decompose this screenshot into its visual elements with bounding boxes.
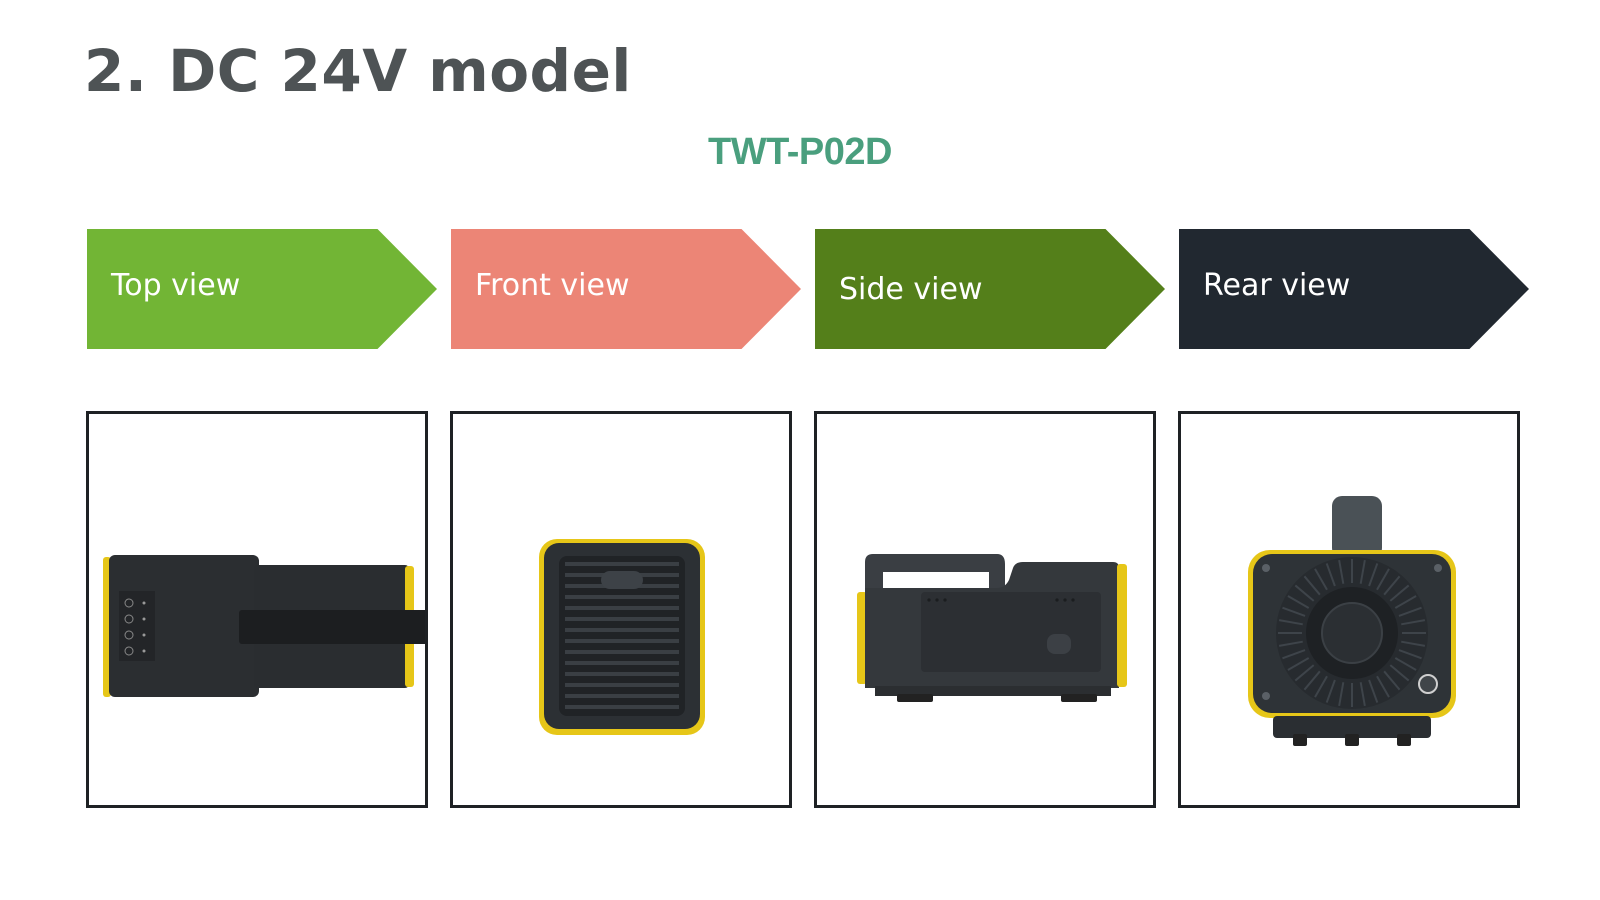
model-code: TWT-P02D <box>708 131 892 173</box>
arrow-label-front-view: Front view <box>475 268 630 303</box>
arrow-label-top-view: Top view <box>111 268 241 303</box>
rear-view-photo <box>1248 496 1456 746</box>
arrow-banner-rear-view: Rear view <box>1179 229 1529 349</box>
arrow-banner-side-view: Side view <box>815 229 1165 349</box>
panel-rear-view <box>1178 411 1520 808</box>
front-view-photo <box>539 539 705 735</box>
panel-side-view <box>814 411 1156 808</box>
arrow-label-rear-view: Rear view <box>1203 268 1351 303</box>
arrow-banner-front-view: Front view <box>451 229 801 349</box>
arrow-banner-top-view: Top view <box>87 229 437 349</box>
panel-top-view <box>86 411 428 808</box>
side-view-photo <box>857 554 1127 702</box>
page-title: 2. DC 24V model <box>84 37 632 105</box>
panel-front-view <box>450 411 792 808</box>
arrow-label-side-view: Side view <box>839 272 983 307</box>
top-view-photo <box>103 555 425 697</box>
